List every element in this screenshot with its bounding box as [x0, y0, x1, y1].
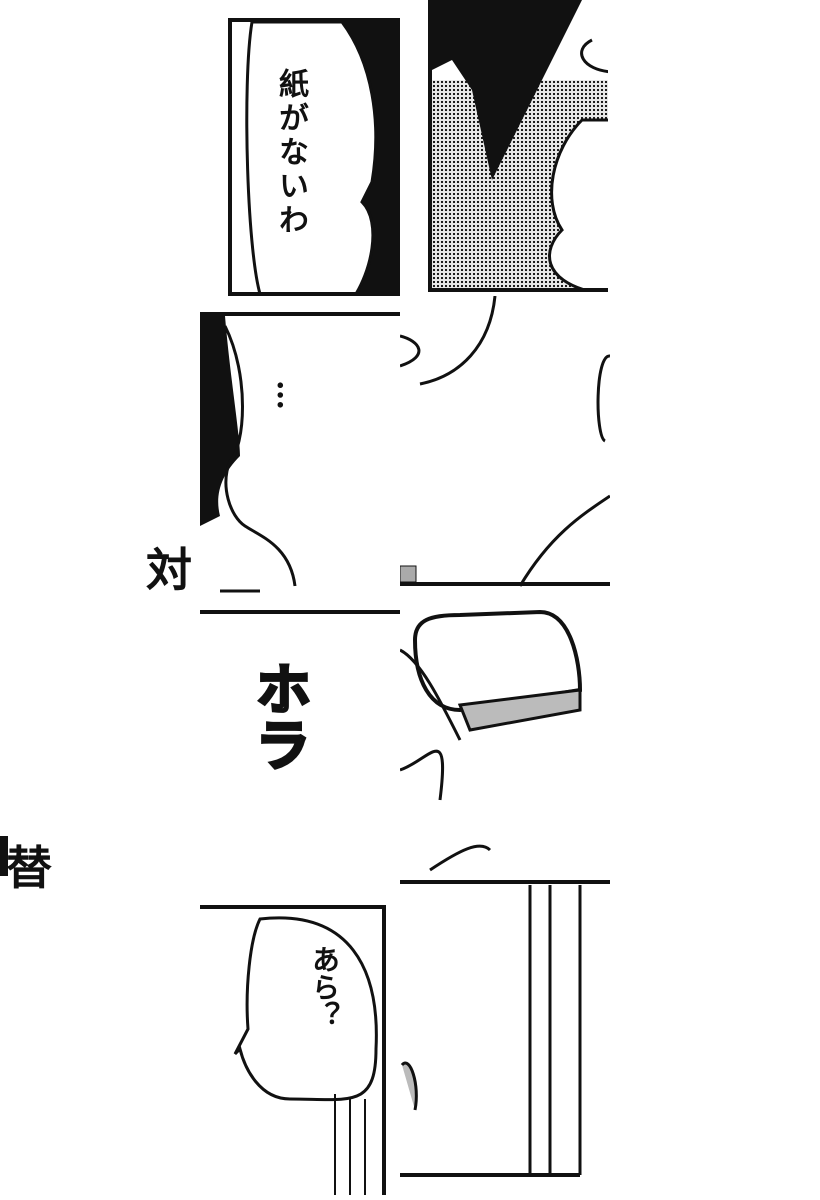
toilet-paper-holder-illustration	[400, 609, 610, 884]
speech-bubble-shape	[233, 916, 378, 1195]
speech-bubble-text: あら？	[308, 945, 341, 1029]
hair-illustration	[245, 22, 396, 292]
panel-1-left: 紙がないわ	[228, 18, 400, 296]
panel-4-left: あら？	[200, 905, 386, 1195]
side-caption-edge	[0, 836, 8, 876]
side-caption-fragment-1: 対	[146, 543, 192, 597]
panel-2-right-illustration	[400, 296, 610, 587]
sound-effect-text: ホラ	[245, 659, 313, 774]
ellipsis-text: …	[270, 380, 305, 410]
speech-bubble-text: 紙がないわ	[273, 68, 308, 238]
panel-1-right	[428, 0, 608, 292]
character-illustration	[432, 0, 608, 288]
panel-2-border	[200, 312, 400, 316]
panel-2-left-illustration	[200, 316, 297, 593]
panel-4-right-illustration	[400, 885, 582, 1177]
side-caption-fragment-2: 替	[6, 841, 52, 895]
panel-3-border	[200, 610, 400, 614]
